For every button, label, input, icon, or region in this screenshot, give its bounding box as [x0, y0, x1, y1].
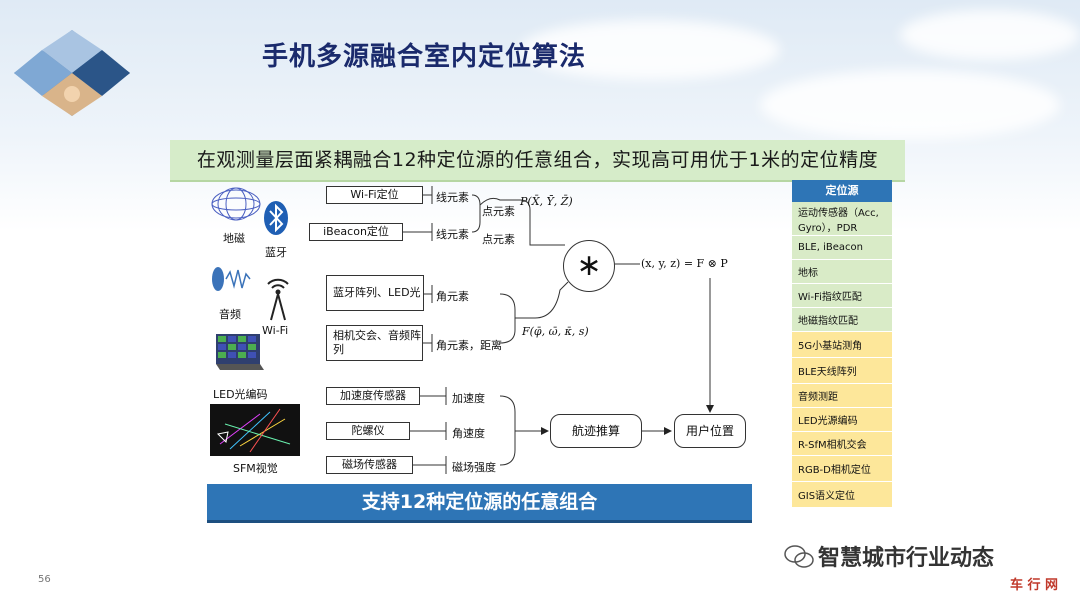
- source-label-led: LED光编码: [213, 388, 268, 401]
- label-result-formula: (x, y, z) = F ⊗ P: [641, 257, 728, 270]
- source-item: R-SfM相机交会: [792, 432, 892, 456]
- cloud: [900, 10, 1080, 60]
- label-magnetic-strength: 磁场强度: [452, 461, 496, 474]
- source-item: 地磁指纹匹配: [792, 308, 892, 332]
- ibeacon-locate-box: iBeacon定位: [309, 223, 403, 241]
- bluetooth-icon: [264, 201, 288, 235]
- source-item: BLE, iBeacon: [792, 236, 892, 260]
- source-label-audio: 音频: [219, 308, 241, 321]
- sfm-vision-icon: [210, 404, 300, 456]
- label-point-element-1: 点元素: [482, 205, 515, 218]
- label-f-formula: F(φ̄, ω̄, κ̄, s): [522, 325, 589, 338]
- source-item: Wi-Fi指纹匹配: [792, 284, 892, 308]
- cloud: [520, 20, 780, 80]
- accelerometer-box: 加速度传感器: [326, 387, 420, 405]
- photo-collage-logo: [14, 30, 130, 116]
- user-position-box: 用户位置: [674, 414, 746, 448]
- bt-array-box: 蓝牙阵列、LED光: [326, 275, 424, 311]
- watermark-text: 智慧城市行业动态: [818, 546, 995, 571]
- wifi-tower-icon: [267, 278, 289, 321]
- label-angular-velocity: 角速度: [452, 427, 485, 440]
- positioning-sources-panel: 定位源 运动传感器（Acc, Gyro），PDR BLE, iBeacon 地标…: [792, 180, 892, 508]
- label-angle-element: 角元素: [436, 290, 469, 303]
- source-label-sfm: SFM视觉: [233, 462, 278, 475]
- source-label-wifi: Wi-Fi: [262, 324, 289, 337]
- label-line-element-1: 线元素: [436, 191, 469, 204]
- page-number: 56: [38, 574, 51, 585]
- source-item: RGB-D相机定位: [792, 456, 892, 482]
- audio-icon: [212, 267, 251, 291]
- magnetometer-box: 磁场传感器: [326, 456, 413, 474]
- source-item: 运动传感器（Acc, Gyro），PDR: [792, 202, 892, 236]
- source-label-bluetooth: 蓝牙: [265, 246, 287, 259]
- led-grid-icon: [216, 334, 264, 370]
- wifi-locate-box: Wi-Fi定位: [326, 186, 423, 204]
- wechat-icon: [784, 545, 814, 568]
- label-angle-distance: 角元素，距离: [436, 339, 502, 352]
- camera-audio-box: 相机交会、音频阵列: [326, 325, 423, 361]
- source-item: 地标: [792, 260, 892, 284]
- label-acceleration: 加速度: [452, 392, 485, 405]
- source-label-geomag: 地磁: [223, 232, 245, 245]
- dead-reckoning-box: 航迹推算: [550, 414, 642, 448]
- label-point-element-2: 点元素: [482, 233, 515, 246]
- panel-header: 定位源: [792, 180, 892, 202]
- source-item: 音频测距: [792, 384, 892, 408]
- gyro-box: 陀螺仪: [326, 422, 410, 440]
- source-item: BLE天线阵列: [792, 358, 892, 384]
- summary-banner: 在观测量层面紧耦融合12种定位源的任意组合，实现高可用优于1米的定位精度: [170, 140, 905, 182]
- page-title: 手机多源融合室内定位算法: [262, 42, 587, 72]
- source-item: GIS语义定位: [792, 482, 892, 508]
- label-p-formula: P(X̄, Ȳ, Z̄): [520, 195, 573, 208]
- source-item: 5G小基站测角: [792, 332, 892, 358]
- label-line-element-2: 线元素: [436, 228, 469, 241]
- source-item: LED光源编码: [792, 408, 892, 432]
- geomagnetic-icon: [211, 187, 261, 221]
- bottom-banner: 支持12种定位源的任意组合: [207, 484, 752, 523]
- fusion-operator-circle: ∗: [563, 240, 615, 292]
- watermark-sub: 车 行 网: [1010, 578, 1059, 593]
- cloud: [760, 70, 1060, 140]
